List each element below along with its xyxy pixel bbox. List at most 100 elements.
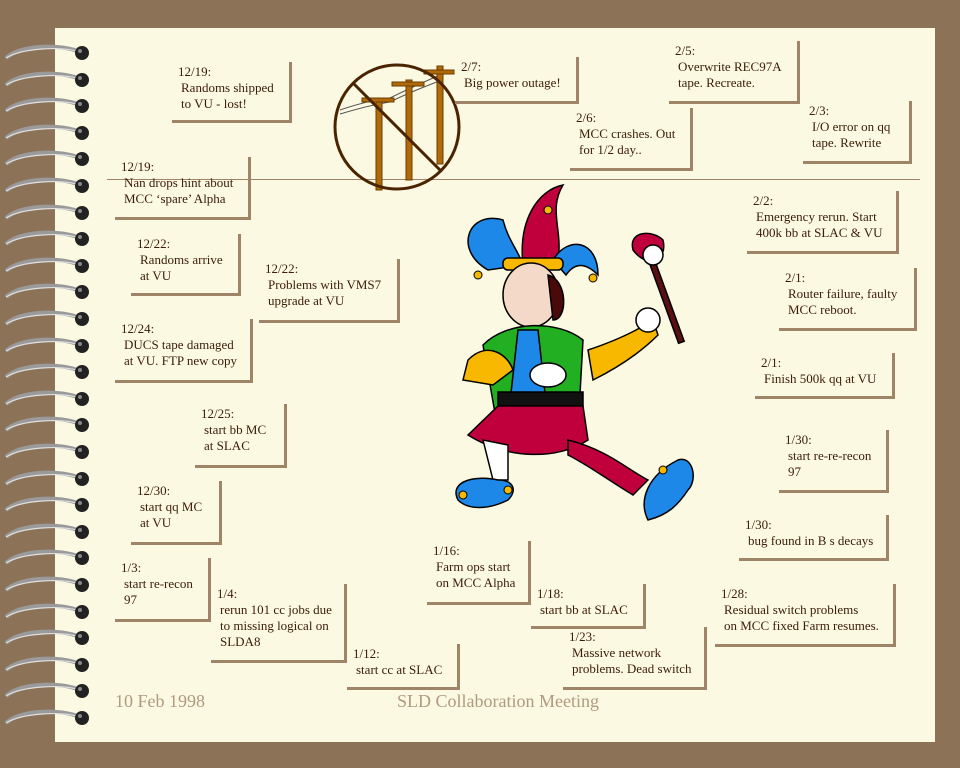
timeline-note: 2/7:Big power outage!	[455, 57, 579, 104]
note-text: Randoms arrive at VU	[140, 252, 223, 283]
binding-ring	[4, 44, 89, 60]
note-text: start qq MC at VU	[140, 499, 203, 530]
binding-ring	[4, 230, 89, 247]
footer-date: 10 Feb 1998	[115, 691, 205, 711]
note-date: 12/30:	[137, 483, 171, 498]
binding-ring	[4, 656, 89, 672]
note-text: Emergency rerun. Start 400k bb at SLAC &…	[756, 209, 883, 240]
note-text: Router failure, faulty MCC reboot.	[788, 286, 898, 317]
timeline-note: 12/30:start qq MC at VU	[131, 481, 222, 545]
binding-ring	[4, 283, 89, 300]
timeline-note: 1/18:start bb at SLAC	[531, 584, 646, 629]
note-text: Finish 500k qq at VU	[764, 371, 877, 386]
binding-ring	[4, 337, 89, 353]
timeline-note: 12/22:Problems with VMS7 upgrade at VU	[259, 259, 400, 323]
note-date: 2/2:	[753, 193, 774, 208]
note-date: 1/23:	[569, 629, 596, 644]
note-text: Overwrite REC97A tape. Recreate.	[678, 59, 782, 90]
timeline-note: 2/6:MCC crashes. Out for 1/2 day..	[570, 108, 693, 171]
note-date: 1/30:	[785, 432, 812, 447]
timeline-note: 12/25:start bb MC at SLAC	[195, 404, 287, 468]
timeline-note: 2/5:Overwrite REC97A tape. Recreate.	[669, 41, 800, 104]
timeline-note: 12/22:Randoms arrive at VU	[131, 234, 241, 296]
note-text: start re-recon 97	[124, 576, 193, 607]
note-text: bug found in B s decays	[748, 533, 874, 548]
timeline-note: 12/19:Randoms shipped to VU - lost!	[172, 62, 292, 123]
note-text: start bb MC at SLAC	[204, 422, 267, 453]
timeline-note: 12/19:Nan drops hint about MCC ‘spare’ A…	[115, 157, 251, 220]
note-date: 2/1:	[785, 270, 806, 285]
timeline-divider	[107, 179, 920, 180]
note-date: 1/4:	[217, 586, 238, 601]
binding-ring	[4, 416, 89, 433]
note-date: 2/1:	[761, 355, 782, 370]
no-power-lines-icon	[333, 63, 461, 191]
timeline-note: 2/3:I/O error on qq tape. Rewrite	[803, 101, 912, 164]
binding-ring	[4, 150, 89, 167]
footer-title: SLD Collaboration Meeting	[397, 691, 599, 711]
binding-ring	[4, 629, 89, 646]
note-text: DUCS tape damaged at VU. FTP new copy	[124, 337, 238, 368]
note-text: Big power outage!	[464, 75, 561, 90]
binding-ring	[4, 97, 89, 114]
binding-ring	[4, 549, 89, 566]
binding-ring	[4, 443, 89, 459]
timeline-note: 2/2:Emergency rerun. Start 400k bb at SL…	[747, 191, 899, 254]
timeline-note: 1/16:Farm ops start on MCC Alpha	[427, 541, 531, 605]
timeline-note: 1/3:start re-recon 97	[115, 558, 211, 622]
binding-ring	[4, 310, 89, 326]
note-date: 12/25:	[201, 406, 235, 421]
note-text: Farm ops start on MCC Alpha	[436, 559, 516, 590]
note-date: 12/22:	[137, 236, 171, 251]
binding-ring	[4, 603, 89, 619]
binding-ring	[4, 523, 89, 539]
note-date: 2/6:	[576, 110, 597, 125]
timeline-note: 1/4:rerun 101 cc jobs due to missing log…	[211, 584, 347, 663]
note-text: I/O error on qq tape. Rewrite	[812, 119, 891, 150]
binding-ring	[4, 709, 89, 725]
note-date: 12/19:	[178, 64, 212, 79]
binding-ring	[4, 496, 89, 513]
note-date: 12/24:	[121, 321, 155, 336]
note-date: 12/22:	[265, 261, 299, 276]
note-text: Problems with VMS7 upgrade at VU	[268, 277, 382, 308]
note-date: 1/12:	[353, 646, 380, 661]
note-text: Randoms shipped to VU - lost!	[181, 80, 274, 111]
timeline-note: 1/30:bug found in B s decays	[739, 515, 889, 561]
note-text: start bb at SLAC	[540, 602, 628, 617]
binding-ring	[4, 682, 89, 699]
binding-ring	[4, 124, 89, 140]
timeline-note: 1/23:Massive network problems. Dead swit…	[563, 627, 707, 690]
binding-ring	[4, 257, 89, 273]
binding-ring	[4, 470, 89, 486]
binding-ring	[4, 363, 89, 380]
binding-ring	[4, 71, 89, 87]
note-text: rerun 101 cc jobs due to missing logical…	[220, 602, 332, 649]
timeline-note: 12/24:DUCS tape damaged at VU. FTP new c…	[115, 319, 253, 383]
note-text: MCC crashes. Out for 1/2 day..	[579, 126, 676, 157]
note-date: 1/30:	[745, 517, 772, 532]
note-date: 2/3:	[809, 103, 830, 118]
note-text: start re-re-recon 97	[788, 448, 872, 479]
note-text: start cc at SLAC	[356, 662, 443, 677]
note-date: 1/28:	[721, 586, 748, 601]
binding-ring	[4, 177, 89, 193]
note-date: 1/18:	[537, 586, 564, 601]
note-text: Residual switch problems on MCC fixed Fa…	[724, 602, 879, 633]
note-text: Nan drops hint about MCC ‘spare’ Alpha	[124, 175, 234, 206]
note-date: 12/19:	[121, 159, 155, 174]
timeline-note: 2/1:Finish 500k qq at VU	[755, 353, 895, 399]
jester-illustration	[455, 183, 694, 521]
binding-ring	[4, 390, 89, 406]
binding-ring	[4, 576, 89, 592]
note-date: 1/16:	[433, 543, 460, 558]
note-text: Massive network problems. Dead switch	[572, 645, 692, 676]
timeline-note: 1/28:Residual switch problems on MCC fix…	[715, 584, 896, 647]
note-date: 2/7:	[461, 59, 482, 74]
timeline-note: 2/1:Router failure, faulty MCC reboot.	[779, 268, 917, 331]
timeline-note: 1/30:start re-re-recon 97	[779, 430, 889, 493]
timeline-note: 1/12:start cc at SLAC	[347, 644, 460, 690]
binding-ring	[4, 204, 89, 220]
note-date: 1/3:	[121, 560, 142, 575]
note-date: 2/5:	[675, 43, 696, 58]
